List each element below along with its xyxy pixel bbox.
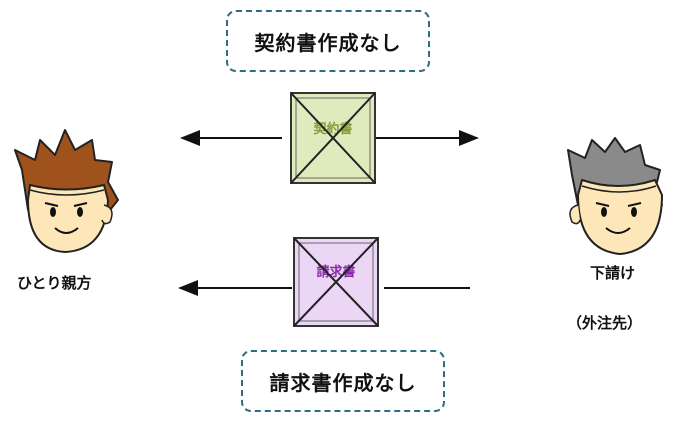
left-person-label: ひとり親方 [17,274,92,292]
invoice-document-label: 請求書 [316,264,355,280]
left-person-icon [14,129,119,254]
right-person-icon [567,137,664,256]
no-invoice-text: 請求書作成なし [269,370,417,395]
no-invoice-label-box: 請求書作成なし [241,350,445,412]
contract-document-icon: 契約書 [290,92,376,184]
contract-document-label: 契約書 [312,121,352,137]
invoice-document-icon: 請求書 [293,237,379,327]
right-person-label: 下請け [590,264,636,282]
right-person-sublabel: （外注先） [567,314,643,332]
no-contract-text: 契約書作成なし [254,30,402,55]
no-contract-label-box: 契約書作成なし [226,10,430,72]
